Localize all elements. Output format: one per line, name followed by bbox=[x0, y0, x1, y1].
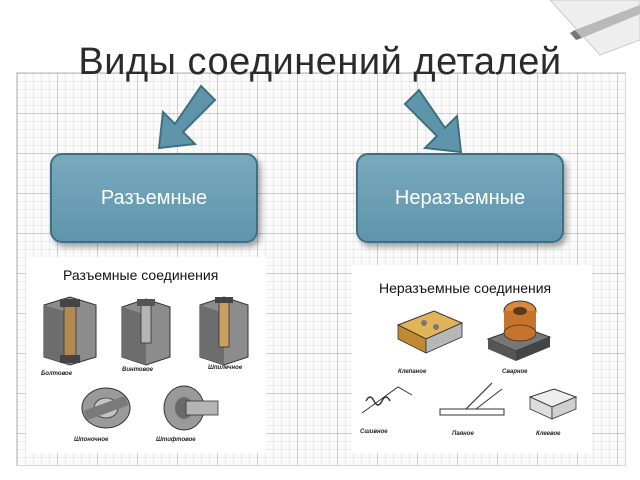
caption-screw: Винтовое bbox=[122, 367, 154, 373]
arrow-down-left-icon bbox=[157, 84, 217, 150]
stitched-joint-illustration bbox=[361, 386, 413, 414]
permanent-label: Неразъемные bbox=[394, 186, 526, 209]
caption-pin: Штифтовое bbox=[156, 437, 196, 443]
welded-joint-illustration bbox=[486, 300, 552, 361]
caption-bolt: Болтовое bbox=[41, 371, 73, 377]
panel-title-detachable: Разъемные соединения bbox=[63, 267, 219, 283]
detachable-label: Разъемные bbox=[100, 186, 208, 209]
caption-welded: Сварное bbox=[502, 369, 528, 375]
panel-title-permanent: Неразъемные соединения bbox=[379, 280, 552, 296]
pencil-decoration bbox=[549, 0, 640, 56]
rivet-joint-illustration bbox=[396, 310, 464, 354]
soldered-joint-illustration bbox=[439, 382, 505, 416]
caption-soldered: Паяное bbox=[452, 431, 474, 437]
arrow-down-right-icon bbox=[403, 88, 463, 154]
key-joint-illustration bbox=[81, 387, 131, 429]
bolt-joint-illustration bbox=[43, 296, 97, 366]
screw-joint-illustration bbox=[121, 298, 171, 366]
glued-joint-illustration bbox=[528, 388, 578, 420]
stud-joint-illustration bbox=[199, 296, 249, 366]
page-title: Виды соединений деталей bbox=[78, 41, 562, 83]
caption-stitched: Сшивное bbox=[360, 429, 388, 435]
pin-joint-illustration bbox=[163, 385, 219, 431]
permanent-joints-panel: Неразъемные соединения Клепаное Сварное … bbox=[352, 265, 592, 453]
caption-key: Шпоночное bbox=[74, 437, 109, 443]
caption-glued: Клеевое bbox=[536, 431, 561, 437]
detachable-box: Разъемные bbox=[50, 153, 258, 243]
caption-riveted: Клепаное bbox=[398, 369, 427, 375]
caption-stud: Шпилечное bbox=[208, 365, 243, 371]
permanent-box: Неразъемные bbox=[356, 153, 564, 243]
detachable-joints-panel: Разъемные соединения Болтовое Винтовое Ш… bbox=[26, 257, 266, 453]
